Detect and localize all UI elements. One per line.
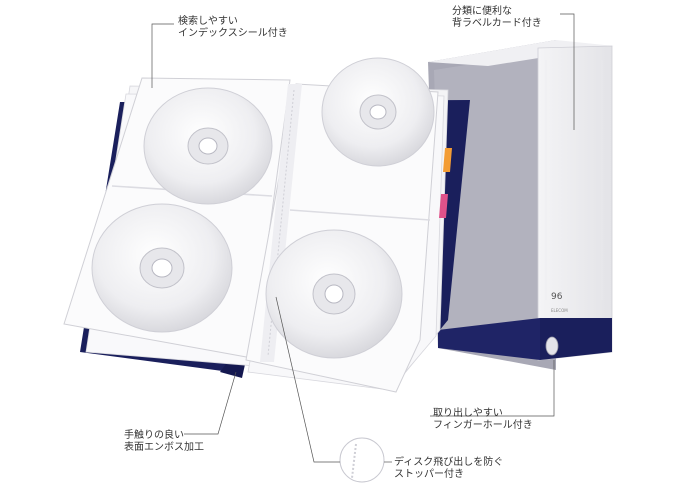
index-tab-pink <box>439 194 448 218</box>
spine-brand: ELECOM <box>551 308 568 313</box>
index-tab-orange <box>443 148 452 172</box>
callout-index-seal-line1: 検索しやすい <box>178 16 238 27</box>
callout-emboss-line2: 表面エンボス加工 <box>124 442 204 453</box>
callout-index-seal: 検索しやすい インデックスシール付き <box>178 16 288 40</box>
callout-index-seal-line2: インデックスシール付き <box>178 28 288 39</box>
callout-emboss-line1: 手触りの良い <box>124 430 184 441</box>
disc-bottom-left <box>91 203 233 333</box>
finger-hole-icon <box>545 336 559 356</box>
disc-top-left <box>143 87 273 205</box>
open-binder <box>63 57 470 393</box>
callout-spine-label-line2: 背ラベルカード付き <box>452 18 542 29</box>
callout-finger-hole-line1: 取り出しやすい <box>433 408 503 419</box>
callout-spine-label: 分類に便利な 背ラベルカード付き <box>452 6 542 30</box>
leader-lines <box>151 13 575 463</box>
callout-emboss: 手触りの良い 表面エンボス加工 <box>124 430 204 454</box>
disc-bottom-right <box>265 229 403 359</box>
callout-finger-hole-line2: フィンガーホール付き <box>433 420 533 431</box>
callout-spine-label-line1: 分類に便利な <box>452 6 512 17</box>
callout-stopper-line1: ディスク飛び出しを防ぐ <box>394 457 504 468</box>
disc-top-right <box>321 57 435 167</box>
callout-stopper-line2: ストッパー付き <box>394 469 464 480</box>
spine-number: 96 <box>551 292 563 302</box>
callout-stopper: ディスク飛び出しを防ぐ ストッパー付き <box>394 457 503 481</box>
stopper-detail-magnifier <box>339 437 385 483</box>
callout-finger-hole: 取り出しやすい フィンガーホール付き <box>433 408 533 432</box>
